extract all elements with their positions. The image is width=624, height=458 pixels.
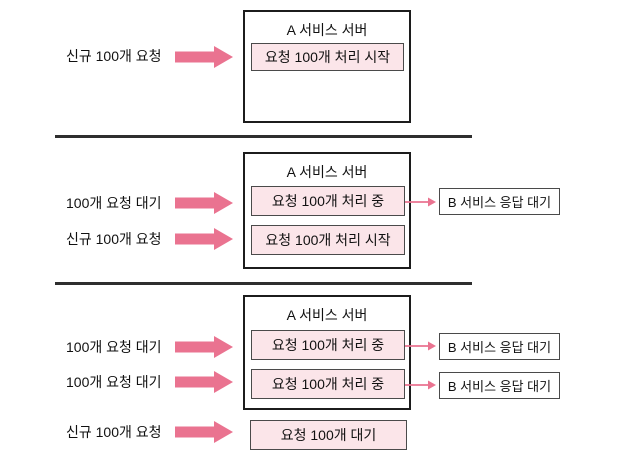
arrow-right-icon [175,371,233,393]
task-box: 요청 100개 처리 중 [251,369,405,399]
arrow-right-icon [175,421,233,443]
new-requests-label: 신규 100개 요청 [66,231,162,247]
arrow-right-thin-icon [405,380,436,390]
task-box: 요청 100개 처리 중 [251,186,405,216]
server-title: A 서비스 서버 [286,164,368,180]
task-box: 요청 100개 처리 중 [251,330,405,360]
server-title: A 서비스 서버 [286,307,368,323]
task-box: 요청 100개 처리 시작 [251,225,405,255]
waiting-requests-label: 100개 요청 대기 [66,339,162,355]
waiting-requests-label: 100개 요청 대기 [66,374,162,390]
service-b-wait-box: B 서비스 응답 대기 [439,372,560,399]
arrow-right-thin-icon [405,341,436,351]
arrow-right-icon [175,228,233,250]
arrow-right-icon [175,336,233,358]
server-title: A 서비스 서버 [286,22,368,38]
service-b-wait-box: B 서비스 응답 대기 [439,188,560,215]
arrow-right-icon [175,46,233,68]
request-queue-box: 요청 100개 대기 [250,420,407,450]
new-requests-label: 신규 100개 요청 [66,424,162,440]
service-b-wait-box: B 서비스 응답 대기 [439,333,560,360]
task-box: 요청 100개 처리 시작 [251,43,404,71]
new-requests-label: 신규 100개 요청 [66,48,162,64]
arrow-right-thin-icon [405,197,436,207]
section-divider [55,282,472,285]
section-divider [55,135,472,138]
waiting-requests-label: 100개 요청 대기 [66,195,162,211]
arrow-right-icon [175,192,233,214]
